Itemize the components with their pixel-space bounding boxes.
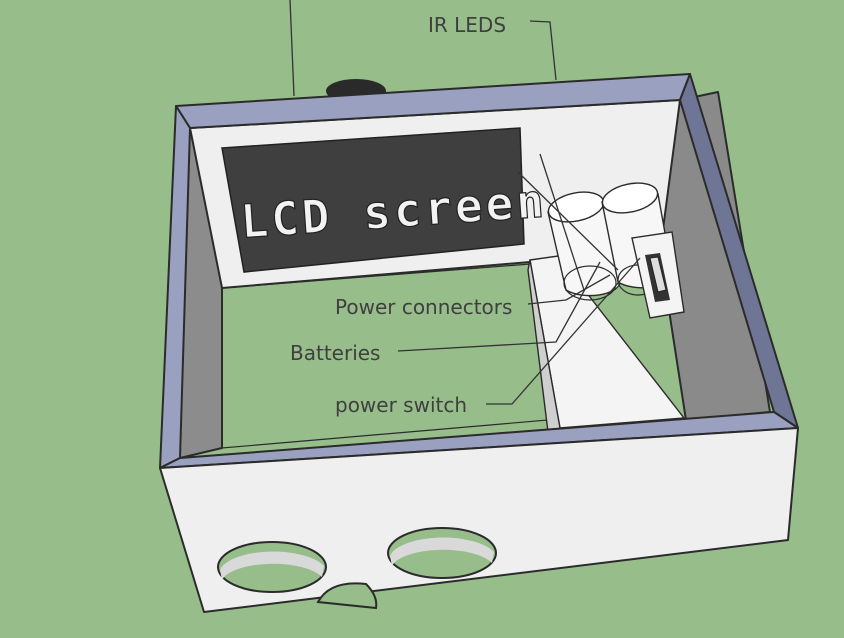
lens-hole-left-inner [220, 551, 324, 580]
lcd-screen-panel [221, 127, 525, 273]
label-power-connectors: Power connectors [335, 295, 512, 319]
box-floor [221, 263, 549, 449]
leader-lcd-to-connector [539, 153, 585, 291]
nose-cutout [316, 582, 378, 610]
label-power-switch: power switch [335, 393, 467, 417]
label-ir-leds: IR LEDS [428, 13, 506, 37]
leader-ir-leds [529, 20, 557, 81]
power-switch [631, 231, 685, 319]
lens-hole-right-inner [390, 537, 494, 566]
right-inner-wall [659, 91, 771, 421]
battery-right-top [601, 182, 659, 214]
leader-lcd-to-battery [517, 171, 619, 271]
power-connector-ring-1 [563, 265, 617, 301]
label-batteries: Batteries [290, 341, 380, 365]
leader-lines [289, 0, 641, 405]
leader-power-connectors [527, 274, 611, 305]
leader-top-left [289, 0, 295, 97]
lens-holes [217, 527, 497, 610]
power-switch-toggle [649, 256, 667, 293]
leader-batteries [397, 261, 601, 352]
leader-power-switch [486, 257, 641, 405]
